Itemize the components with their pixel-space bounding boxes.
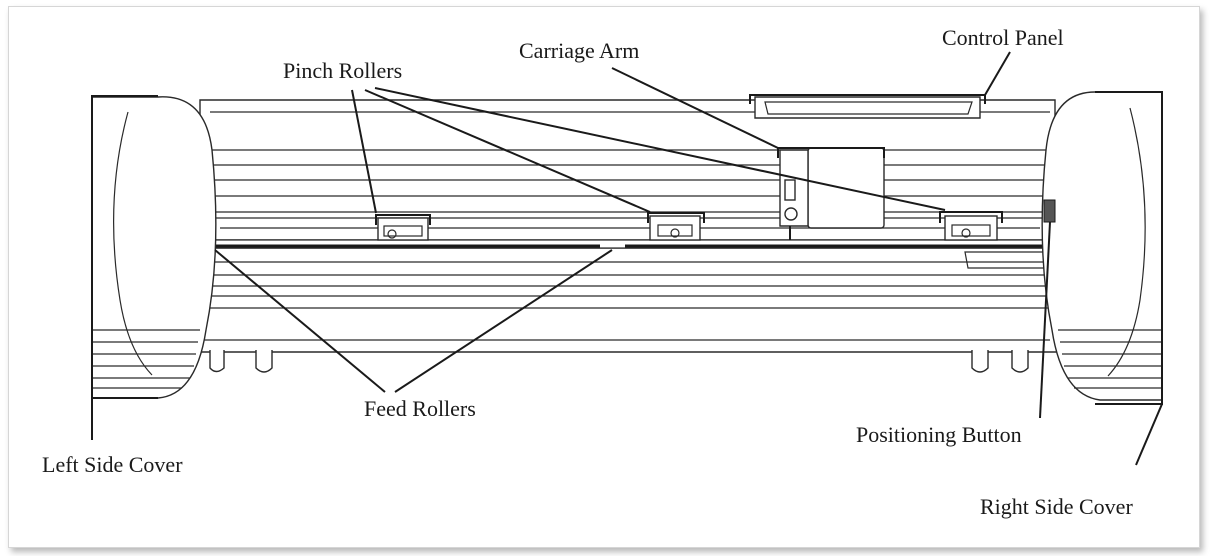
pinch-roller-center [649,215,701,241]
pinch-roller-right [944,215,998,241]
label-positioning-button: Positioning Button [856,422,1022,447]
pinch-roller-left [377,217,429,241]
label-pinch-rollers: Pinch Rollers [283,58,402,83]
plotter-illustration [91,91,1163,401]
label-control-panel: Control Panel [942,25,1064,50]
positioning-button-shape [1043,199,1056,223]
label-carriage-arm: Carriage Arm [519,38,639,63]
label-left-side-cover: Left Side Cover [42,452,183,477]
label-right-side-cover: Right Side Cover [980,494,1133,519]
callout-lines [91,51,1163,466]
label-feed-rollers: Feed Rollers [364,396,476,421]
